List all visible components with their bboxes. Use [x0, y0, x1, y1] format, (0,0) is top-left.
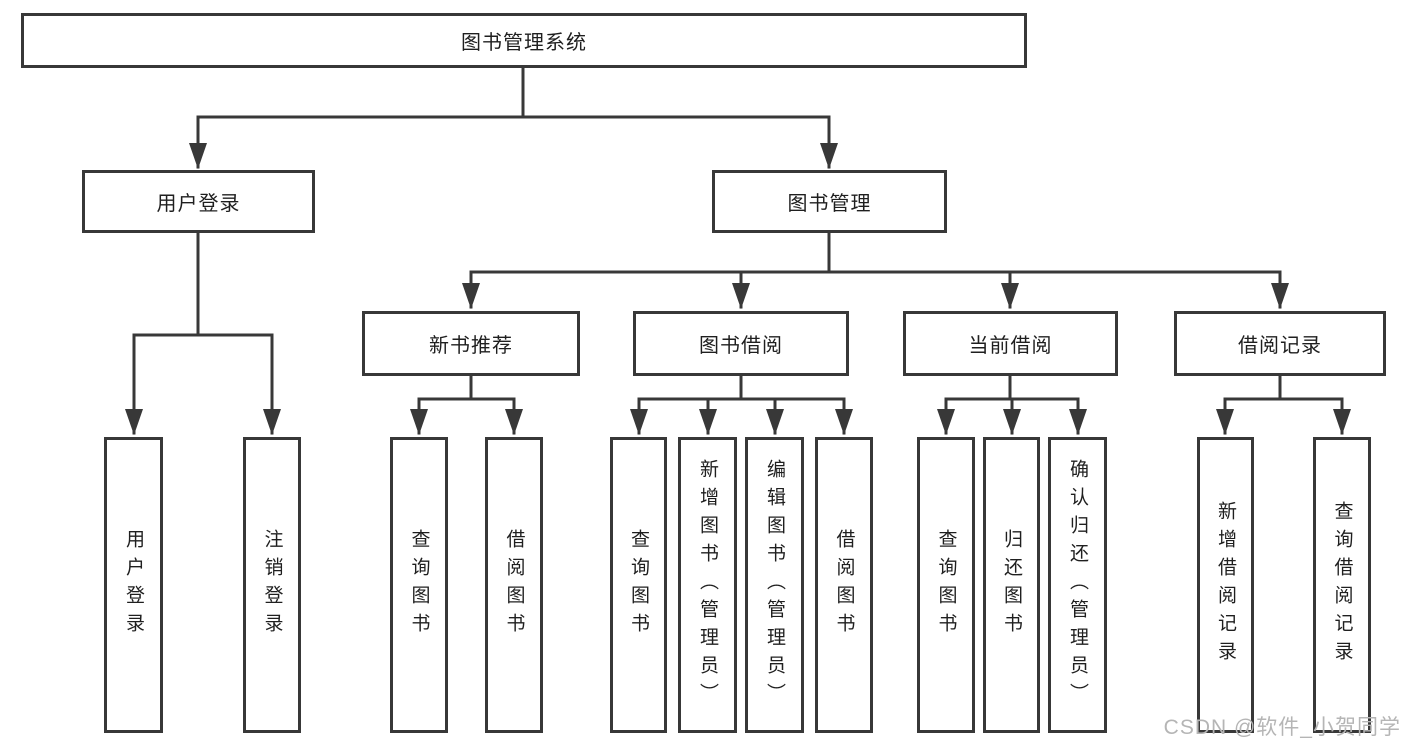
node-add-borrow-record: 新增借阅记录 [1197, 437, 1254, 733]
node-return-book: 归还图书 [983, 437, 1040, 733]
node-add-book-admin-label: 新增图书（管理员） [697, 459, 718, 711]
node-query-books: 查询图书 [390, 437, 448, 733]
node-borrow-books-label: 借阅图书 [833, 529, 855, 641]
node-borrowing-records: 借阅记录 [1174, 311, 1386, 376]
node-borrow-books-label: 借阅图书 [503, 529, 525, 641]
node-query-books-label: 查询图书 [628, 529, 649, 641]
node-edit-book-admin-label: 编辑图书（管理员） [764, 459, 785, 711]
node-borrow-books: 借阅图书 [485, 437, 543, 733]
node-borrowing-records-label: 借阅记录 [1238, 335, 1322, 357]
node-query-books: 查询图书 [610, 437, 667, 733]
node-query-books: 查询图书 [917, 437, 975, 733]
node-borrow-books: 借阅图书 [815, 437, 873, 733]
node-current-borrowing: 当前借阅 [903, 311, 1118, 376]
node-query-borrow-record: 查询借阅记录 [1313, 437, 1371, 733]
node-edit-book-admin: 编辑图书（管理员） [745, 437, 804, 733]
node-current-borrowing-label: 当前借阅 [968, 335, 1053, 357]
node-root: 图书管理系统 [21, 13, 1027, 68]
node-return-book-label: 归还图书 [1001, 529, 1022, 641]
node-logout-label: 注销登录 [261, 529, 283, 641]
node-user-login-leaf: 用户登录 [104, 437, 163, 733]
node-query-books-label: 查询图书 [935, 529, 957, 641]
node-book-management-label: 图书管理 [787, 193, 872, 215]
node-add-book-admin: 新增图书（管理员） [678, 437, 737, 733]
node-book-borrowing: 图书借阅 [633, 311, 849, 376]
node-query-books-label: 查询图书 [408, 529, 430, 641]
node-new-book-recommendation-label: 新书推荐 [429, 335, 513, 357]
node-book-management: 图书管理 [712, 170, 947, 233]
node-confirm-return-admin-label: 确认归还（管理员） [1067, 459, 1088, 711]
node-add-borrow-record-label: 新增借阅记录 [1215, 501, 1236, 669]
node-new-book-recommendation: 新书推荐 [362, 311, 580, 376]
node-book-borrowing-label: 图书借阅 [699, 335, 783, 357]
watermark: CSDN @软件_小贺同学 [1163, 716, 1401, 739]
node-query-borrow-record-label: 查询借阅记录 [1331, 501, 1353, 669]
node-user-login-label: 用户登录 [156, 193, 241, 215]
node-root-label: 图书管理系统 [461, 32, 587, 54]
node-user-login-leaf-label: 用户登录 [123, 529, 144, 641]
node-confirm-return-admin: 确认归还（管理员） [1048, 437, 1107, 733]
node-user-login: 用户登录 [82, 170, 315, 233]
node-logout: 注销登录 [243, 437, 301, 733]
